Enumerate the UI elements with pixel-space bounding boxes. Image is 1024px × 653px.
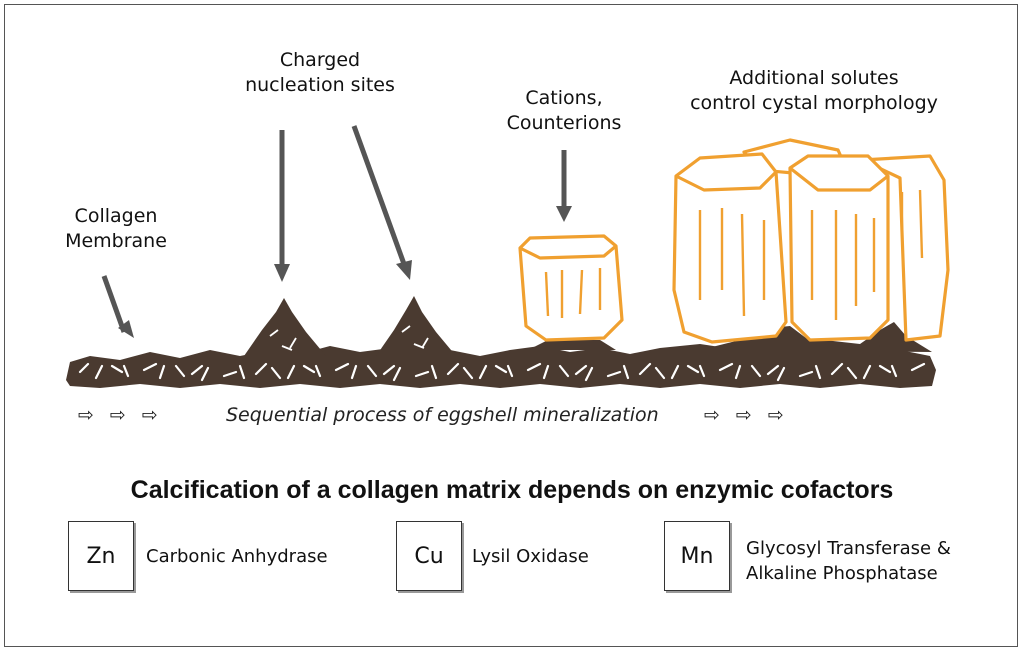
arrow-nucleation-site-1 — [274, 130, 290, 282]
crystal-base-1 — [528, 340, 616, 350]
crystal-large-left — [672, 152, 788, 344]
cofactor-box-zn: Zn — [68, 521, 134, 591]
crystal-base-2 — [700, 322, 932, 352]
cofactor-box-mn: Mn — [664, 521, 730, 591]
cations-label-line1: Cations, — [525, 87, 603, 109]
solutes-label: Additional solutes control cystal morpho… — [676, 66, 952, 116]
charged-nucleation-label: Charged nucleation sites — [230, 48, 410, 98]
figure-frame — [4, 4, 1018, 647]
arrow-nucleation-site-2 — [351, 125, 412, 280]
arrow-cations — [556, 150, 572, 222]
crystal-back-right — [860, 154, 950, 342]
process-caption: Sequential process of eggshell mineraliz… — [226, 404, 659, 426]
crystal-large-right — [788, 154, 890, 342]
cofactor-enzyme-cu: Lysil Oxidase — [472, 546, 589, 567]
nucleation-peak-2 — [376, 296, 456, 356]
peak-texture — [269, 325, 429, 351]
collagen-membrane-label-line2: Membrane — [65, 230, 167, 252]
charged-nucleation-label-line1: Charged — [279, 49, 361, 71]
matrix-texture — [78, 362, 926, 382]
process-arrows-left: ⇨⇨⇨ — [78, 404, 174, 426]
nucleation-sites — [244, 296, 932, 356]
crystals — [518, 138, 950, 344]
arrow-collagen-membrane — [101, 275, 134, 338]
cations-label: Cations, Counterions — [494, 86, 634, 136]
small-crystal — [518, 234, 624, 342]
cofactor-enzyme-mn: Glycosyl Transferase & Alkaline Phosphat… — [746, 536, 951, 586]
figure-title: Calcification of a collagen matrix depen… — [130, 476, 894, 504]
solutes-label-line1: Additional solutes — [729, 67, 899, 89]
process-arrows-right: ⇨⇨⇨ — [704, 404, 800, 426]
collagen-membrane-label: Collagen Membrane — [56, 204, 176, 254]
cofactor-box-cu: Cu — [396, 521, 462, 591]
nucleation-peak-1 — [244, 298, 326, 356]
cofactor-enzyme-mn-line1: Glycosyl Transferase & — [746, 538, 951, 559]
cofactor-enzyme-mn-line2: Alkaline Phosphatase — [746, 563, 938, 584]
cations-label-line2: Counterions — [506, 112, 622, 134]
solutes-label-line2: control cystal morphology — [690, 92, 938, 114]
cofactor-enzyme-zn: Carbonic Anhydrase — [146, 546, 328, 567]
collagen-membrane-label-line1: Collagen — [74, 205, 158, 227]
charged-nucleation-label-line2: nucleation sites — [245, 74, 395, 96]
pointer-arrows — [101, 125, 572, 338]
